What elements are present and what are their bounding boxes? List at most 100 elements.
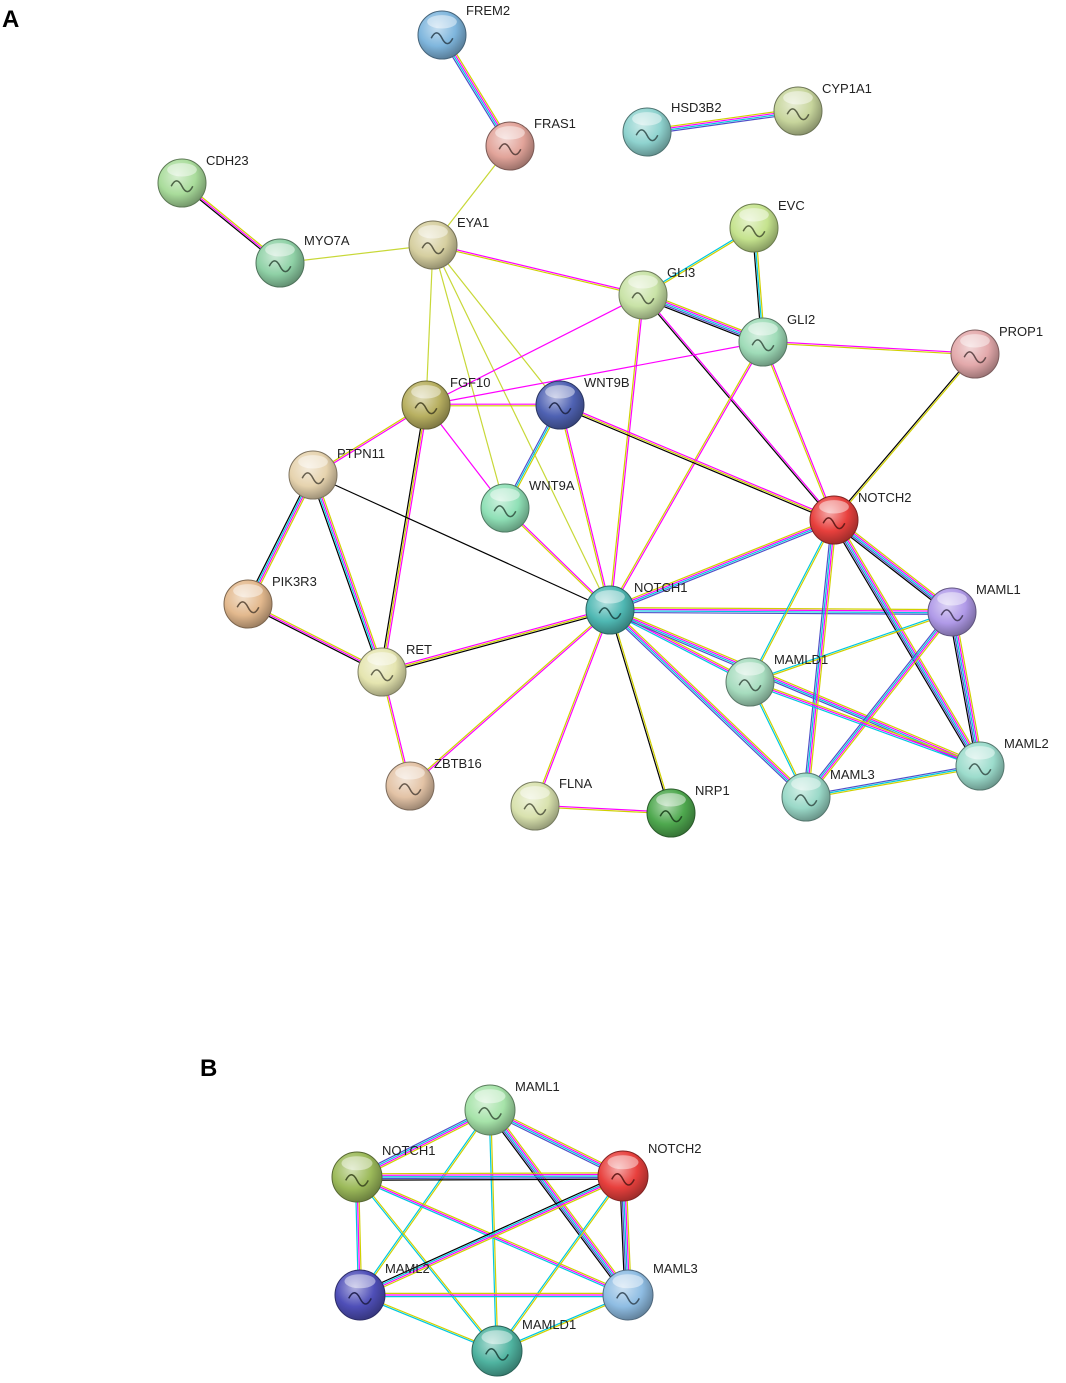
protein-structure-icon [968, 763, 992, 776]
edge-evidence-line [834, 518, 982, 766]
node-myo7a[interactable]: MYO7A [255, 233, 350, 288]
edge-evidence-line [833, 519, 953, 613]
node-circle[interactable] [334, 1269, 386, 1321]
edge-notch1-notch2 [356, 1172, 624, 1181]
node-mamld1[interactable]: MAMLD1 [725, 652, 828, 707]
node-maml3[interactable]: MAML3 [602, 1261, 698, 1321]
node-circle[interactable] [464, 1084, 516, 1136]
node-mamld1[interactable]: MAMLD1 [471, 1317, 576, 1377]
node-maml3[interactable]: MAML3 [781, 767, 875, 822]
node-circle[interactable] [585, 585, 635, 635]
node-gloss [739, 208, 769, 222]
node-circle[interactable] [408, 220, 458, 270]
edge-evidence-line [248, 602, 383, 672]
node-circle[interactable] [622, 107, 672, 157]
panel-a-letter: A [2, 6, 20, 33]
node-circle[interactable] [781, 772, 831, 822]
edge-notch1-maml2 [608, 607, 982, 769]
node-circle[interactable] [729, 203, 779, 253]
node-gloss [965, 746, 995, 760]
node-gloss [395, 766, 425, 780]
edge-evidence-line [358, 1109, 490, 1295]
node-circle[interactable] [401, 380, 451, 430]
edge-evidence-line [748, 519, 834, 682]
node-wnt9a[interactable]: WNT9A [480, 478, 575, 533]
node-notch2[interactable]: NOTCH2 [809, 490, 911, 545]
node-gli3[interactable]: GLI3 [618, 265, 695, 320]
node-maml2[interactable]: MAML2 [334, 1261, 430, 1321]
node-pik3r3[interactable]: PIK3R3 [223, 574, 317, 629]
node-maml2[interactable]: MAML2 [955, 736, 1049, 791]
edge-mamld1-maml2 [749, 679, 981, 769]
node-circle[interactable] [618, 270, 668, 320]
node-evc[interactable]: EVC [729, 198, 805, 253]
edge-evidence-line [762, 342, 975, 356]
node-notch2[interactable]: NOTCH2 [597, 1141, 701, 1202]
edge-notch1-notch2 [608, 517, 836, 613]
node-ptpn11[interactable]: PTPN11 [288, 446, 385, 500]
node-ret[interactable]: RET [357, 642, 432, 697]
node-circle[interactable] [480, 483, 530, 533]
node-circle[interactable] [927, 587, 977, 637]
edge-evidence-line [611, 607, 809, 796]
node-circle[interactable] [773, 86, 823, 136]
edge-evidence-line [608, 517, 834, 609]
node-circle[interactable] [331, 1151, 383, 1203]
node-cdh23[interactable]: CDH23 [157, 153, 249, 208]
node-label: NOTCH2 [648, 1141, 701, 1156]
edge-wnt9b-notch2 [559, 402, 835, 523]
node-wnt9b[interactable]: WNT9B [535, 375, 630, 430]
node-circle[interactable] [288, 450, 338, 500]
protein-structure-icon [414, 402, 438, 415]
node-label: MAML1 [515, 1079, 560, 1094]
edge-evidence-line [750, 679, 981, 766]
edge-evidence-line [357, 1176, 624, 1180]
node-flna[interactable]: FLNA [510, 776, 593, 831]
node-circle[interactable] [602, 1269, 654, 1321]
edge-notch1-nrp1 [608, 609, 673, 814]
edge-evidence-line [560, 402, 835, 520]
node-circle[interactable] [357, 647, 407, 697]
node-fras1[interactable]: FRAS1 [485, 116, 576, 171]
protein-structure-icon [268, 260, 292, 273]
node-fgf10[interactable]: FGF10 [401, 375, 490, 430]
edges-layer [180, 33, 984, 1353]
node-gli2[interactable]: GLI2 [738, 312, 815, 367]
node-circle[interactable] [646, 788, 696, 838]
node-circle[interactable] [535, 380, 585, 430]
node-hsd3b2[interactable]: HSD3B2 [622, 100, 722, 157]
edge-evidence-line [647, 111, 799, 134]
edge-evidence-line [952, 611, 983, 766]
node-eya1[interactable]: EYA1 [408, 215, 489, 270]
node-circle[interactable] [485, 121, 535, 171]
node-gloss [791, 777, 821, 791]
node-notch1[interactable]: NOTCH1 [331, 1143, 435, 1203]
node-circle[interactable] [597, 1150, 649, 1202]
node-circle[interactable] [385, 761, 435, 811]
node-circle[interactable] [950, 329, 1000, 379]
node-circle[interactable] [157, 158, 207, 208]
node-maml1[interactable]: MAML1 [927, 582, 1021, 637]
protein-structure-icon [485, 1348, 509, 1361]
node-circle[interactable] [417, 10, 467, 60]
node-prop1[interactable]: PROP1 [950, 324, 1043, 379]
node-cyp1a1[interactable]: CYP1A1 [773, 81, 872, 136]
node-circle[interactable] [510, 781, 560, 831]
node-nrp1[interactable]: NRP1 [646, 783, 730, 838]
edge-evidence-line [488, 1110, 497, 1352]
node-circle[interactable] [955, 741, 1005, 791]
node-circle[interactable] [725, 657, 775, 707]
edge-evidence-line [610, 342, 765, 611]
node-frem2[interactable]: FREM2 [417, 3, 510, 60]
node-zbtb16[interactable]: ZBTB16 [385, 756, 482, 811]
edge-gli3-fgf10 [425, 294, 644, 406]
node-circle[interactable] [255, 238, 305, 288]
node-circle[interactable] [471, 1325, 523, 1377]
edge-evidence-line [949, 612, 980, 767]
node-circle[interactable] [223, 579, 273, 629]
node-gloss [612, 1274, 644, 1289]
node-maml1[interactable]: MAML1 [464, 1079, 560, 1136]
node-circle[interactable] [809, 495, 859, 545]
node-circle[interactable] [738, 317, 788, 367]
node-notch1[interactable]: NOTCH1 [585, 580, 687, 635]
